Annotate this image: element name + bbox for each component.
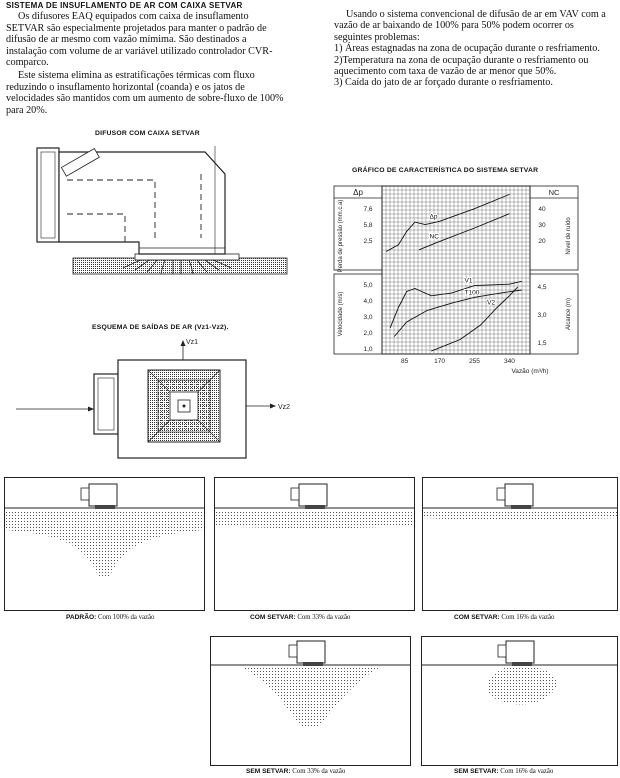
lower-left-tick: 5,0	[363, 282, 372, 289]
upper-left-axis-label: Perda de pressão (mm.c.a)	[338, 200, 344, 273]
diffuser-caption: DIFUSOR COM CAIXA SETVAR	[95, 130, 200, 137]
intro-section: SISTEMA DE INSUFLAMENTO DE AR COM CAIXA …	[6, 0, 286, 116]
vz2-label: Vz2	[278, 404, 290, 411]
lower-left-tick: 2,0	[363, 330, 372, 337]
x-tick: 255	[469, 358, 480, 365]
panel-standard-100	[4, 477, 205, 611]
x-tick: 170	[434, 358, 445, 365]
upper-series-0	[385, 193, 510, 252]
panel-nosetvar-33	[210, 636, 411, 766]
panel-setvar-16	[422, 477, 618, 611]
upper-right-tick: 30	[538, 222, 546, 229]
upper-series-label-1: NC	[430, 233, 440, 240]
lower-series-label-2: V2	[487, 299, 495, 306]
panel-setvar-33	[214, 477, 415, 611]
lower-right-tick: 3,0	[537, 312, 546, 319]
upper-left-tick: 2,5	[363, 238, 372, 245]
lower-series-2	[431, 286, 519, 352]
upper-series-1	[418, 213, 510, 251]
lower-left-tick: 4,0	[363, 298, 372, 305]
lower-right-tick: 1,5	[537, 340, 546, 347]
x-tick: 85	[401, 358, 409, 365]
panel-standard-100-caption: PADRÃO: Com 100% da vazão	[66, 614, 155, 621]
upper-series-label-0: Δp	[430, 213, 438, 220]
upper-right-tick: 40	[538, 206, 546, 213]
diffuser-drawing	[36, 146, 288, 275]
lower-left-axis-box	[333, 273, 383, 355]
lower-left-tick: 3,0	[363, 314, 372, 321]
lower-left-tick: 1,0	[363, 346, 372, 353]
problem-item-1: 1) Áreas estagnadas na zona de ocupação …	[334, 43, 600, 55]
lower-right-axis-box	[529, 273, 579, 355]
panel-setvar-16-drawing	[423, 483, 617, 520]
grid-frame	[381, 185, 531, 355]
intro-paragraph-2: Este sistema elimina as estratificações …	[6, 70, 284, 116]
schema-caption: ESQUEMA DE SAÍDAS DE AR (Vz1-Vz2).	[92, 324, 229, 331]
lower-series-0	[389, 280, 522, 328]
vz1-label: Vz1	[186, 339, 198, 346]
lower-right-tick: 4,5	[537, 284, 546, 291]
panel-setvar-33-drawing	[215, 483, 414, 530]
panel-nosetvar-16	[421, 636, 618, 766]
problems-intro: Usando o sistema convencional de difusão…	[334, 9, 606, 43]
chart-grid	[381, 185, 531, 355]
upper-right-box-label: NC	[549, 188, 560, 197]
panel-nosetvar-33-drawing	[211, 640, 410, 727]
panel-nosetvar-16-caption: SEM SETVAR: Com 16% da vazão	[454, 768, 554, 775]
x-axis-label: Vazão (m³/h)	[511, 368, 548, 375]
lower-series-label-1: T100	[465, 289, 480, 296]
lower-series-1	[393, 289, 522, 337]
upper-left-box-label: Δp	[353, 188, 363, 197]
schema-drawing: Vz1 Vz2	[16, 339, 290, 459]
x-tick: 340	[504, 358, 515, 365]
problem-item-3: 3) Caída do jato de ar forçado durante o…	[334, 77, 553, 89]
upper-right-axis-box	[529, 185, 579, 271]
upper-right-axis-label: Nível de ruído	[566, 217, 572, 255]
panel-setvar-16-caption: COM SETVAR: Com 16% da vazão	[454, 614, 555, 621]
panel-setvar-33-caption: COM SETVAR: Com 33% da vazão	[250, 614, 351, 621]
panel-standard-100-drawing	[5, 483, 204, 578]
intro-title: SISTEMA DE INSUFLAMENTO DE AR COM CAIXA …	[6, 1, 243, 10]
lower-left-axis-label: Velocidade (m/s)	[338, 292, 344, 337]
lower-right-axis-label: Alcance (m)	[566, 298, 572, 330]
panel-nosetvar-33-caption: SEM SETVAR: Com 33% da vazão	[246, 768, 346, 775]
lower-series-label-0: V1	[465, 278, 473, 285]
upper-left-tick: 7,6	[363, 206, 372, 213]
upper-right-tick: 20	[538, 238, 546, 245]
intro-paragraph-1: Os difusores EAQ equipados com caixa de …	[6, 11, 273, 69]
problems-section: Usando o sistema convencional de difusão…	[334, 9, 614, 89]
upper-left-tick: 5,8	[363, 222, 372, 229]
panel-nosetvar-16-drawing	[422, 640, 617, 705]
chart-title: GRÁFICO DE CARACTERÍSTICA DO SISTEMA SET…	[352, 167, 539, 174]
problem-item-2: 2)Temperatura na zona de ocupação durant…	[334, 54, 589, 78]
